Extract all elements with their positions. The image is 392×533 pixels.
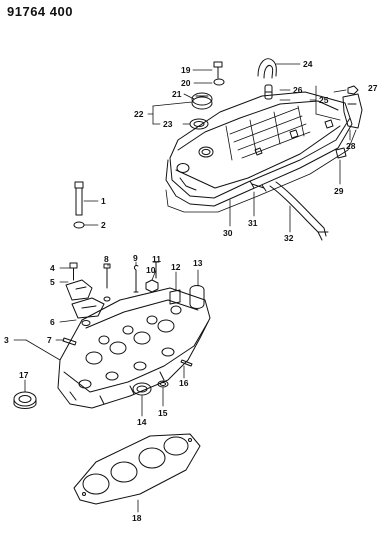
part-15-seal-drawing <box>157 380 169 388</box>
callout-numbers: 19 20 21 22 23 24 25 26 27 28 29 30 31 3… <box>4 59 378 523</box>
part-29-clip-drawing <box>335 147 347 159</box>
callout-16: 16 <box>179 378 189 388</box>
part-26-valve-drawing <box>264 84 273 100</box>
callout-25: 25 <box>319 95 329 105</box>
callout-7: 7 <box>47 335 52 345</box>
callout-14: 14 <box>137 417 147 427</box>
part-5-cam-cap-drawing <box>65 279 93 301</box>
part-9-bolt-drawing <box>133 265 139 293</box>
callout-10: 10 <box>146 265 156 275</box>
callout-18: 18 <box>132 513 142 523</box>
callout-17: 17 <box>19 370 29 380</box>
callout-19: 19 <box>181 65 191 75</box>
part-28-bracket-drawing <box>342 93 363 129</box>
callout-13: 13 <box>193 258 203 268</box>
cover-gasket-drawing <box>165 129 357 213</box>
part-23-packing-drawing <box>189 118 209 130</box>
callout-22: 22 <box>134 109 144 119</box>
part-24-hose-drawing <box>257 58 277 79</box>
callout-23: 23 <box>163 119 173 129</box>
cylinder-head-drawing <box>57 287 211 409</box>
part-1-bolt-drawing <box>74 181 84 216</box>
part-19-bolt-drawing <box>213 61 223 79</box>
callout-12: 12 <box>171 262 181 272</box>
callout-6: 6 <box>50 317 55 327</box>
callout-29: 29 <box>334 186 344 196</box>
callout-11: 11 <box>152 254 161 264</box>
part-7-pin-drawing <box>62 337 77 346</box>
callout-21: 21 <box>172 89 182 99</box>
part-27-nut-drawing <box>347 85 359 95</box>
callout-9: 9 <box>133 253 138 263</box>
part-2-washer-drawing <box>73 221 85 229</box>
callout-26: 26 <box>293 85 303 95</box>
callout-20: 20 <box>181 78 191 88</box>
part-21-cap-drawing <box>191 92 213 110</box>
callout-24: 24 <box>303 59 313 69</box>
callout-27: 27 <box>368 83 378 93</box>
part-13-cap-drawing <box>189 285 205 309</box>
callout-4: 4 <box>50 263 55 273</box>
callout-5: 5 <box>50 277 55 287</box>
part-10-nut-drawing <box>145 279 159 293</box>
callout-1: 1 <box>101 196 106 206</box>
part-12-plug-drawing <box>169 289 181 305</box>
callout-32: 32 <box>284 233 294 243</box>
part-32-hose-drawing <box>269 181 329 241</box>
part-20-washer-drawing <box>213 78 225 86</box>
callout-8: 8 <box>104 254 109 264</box>
callout-31: 31 <box>248 218 258 228</box>
part-4-bolt-drawing <box>69 262 78 281</box>
part-8-bolt-drawing <box>103 263 111 302</box>
part-6-cam-cap-drawing <box>71 297 105 319</box>
part-18-head-gasket-drawing <box>73 433 201 505</box>
part-17-oil-seal-drawing <box>13 391 37 409</box>
callout-3: 3 <box>4 335 9 345</box>
part-14-seal-drawing <box>132 382 152 396</box>
diagram-code: 91764 400 <box>7 4 73 19</box>
callout-30: 30 <box>223 228 233 238</box>
leader-lines <box>13 63 351 513</box>
callout-15: 15 <box>158 408 168 418</box>
callout-28: 28 <box>346 141 356 151</box>
part-16-pin-drawing <box>180 359 193 367</box>
callout-2: 2 <box>101 220 106 230</box>
part-31-fitting-drawing <box>249 180 267 192</box>
valve-cover-drawing <box>165 91 353 207</box>
